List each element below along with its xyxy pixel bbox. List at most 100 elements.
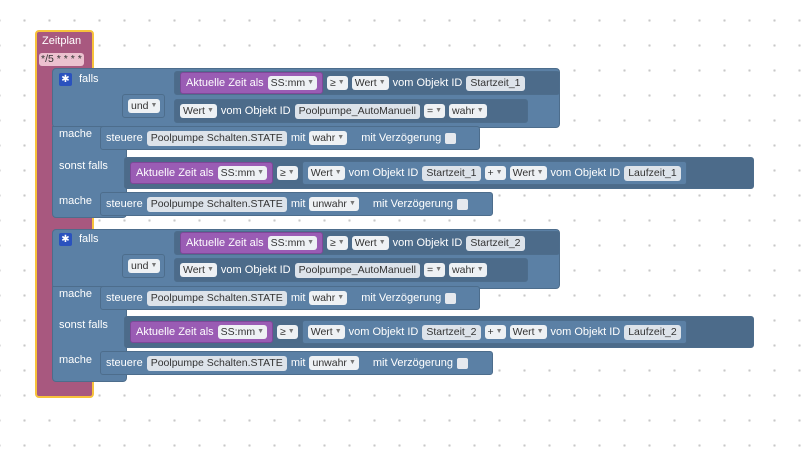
- mache-label: mache: [59, 195, 93, 207]
- compare-operator-dropdown[interactable]: ≥▼: [327, 236, 348, 250]
- and-operator-dropdown[interactable]: und▼: [128, 259, 161, 273]
- current-time-block[interactable]: Aktuelle Zeit als SS:mm▼: [130, 321, 274, 343]
- object-id-field[interactable]: Poolpumpe Schalten.STATE: [146, 290, 287, 306]
- cron-expression-field[interactable]: */5 * * * *: [39, 53, 84, 66]
- object-id-field[interactable]: Poolpumpe Schalten.STATE: [146, 130, 287, 146]
- object-id-field[interactable]: Poolpumpe_AutoManuell: [294, 103, 420, 119]
- compare-operator-dropdown[interactable]: =▼: [423, 104, 446, 118]
- compare-operator-dropdown[interactable]: =▼: [423, 263, 446, 277]
- chevron-down-icon: ▼: [536, 169, 544, 176]
- with-label: mit: [290, 132, 306, 144]
- compare-block[interactable]: Wert▼ vom Objekt ID Poolpumpe_AutoManuel…: [174, 258, 528, 282]
- time-format-dropdown[interactable]: SS:mm▼: [217, 166, 268, 180]
- compare-operator-dropdown[interactable]: ≥▼: [277, 325, 298, 339]
- object-id-field[interactable]: Poolpumpe_AutoManuell: [294, 262, 420, 278]
- object-id-field[interactable]: Poolpumpe Schalten.STATE: [146, 196, 287, 212]
- compare-operator-dropdown[interactable]: ≥▼: [327, 76, 348, 90]
- schedule-title: Zeitplan: [42, 35, 82, 47]
- chevron-down-icon: ▼: [435, 107, 443, 114]
- object-id-field[interactable]: Startzeit_1: [422, 165, 481, 181]
- chevron-down-icon: ▼: [337, 294, 345, 301]
- object-id-field[interactable]: Poolpumpe Schalten.STATE: [146, 355, 287, 371]
- checkbox-icon[interactable]: [456, 198, 468, 210]
- falls-label: falls: [79, 73, 99, 85]
- boolean-dropdown[interactable]: wahr▼: [309, 291, 348, 305]
- object-id-field[interactable]: Laufzeit_2: [624, 324, 681, 340]
- compare-block[interactable]: Aktuelle Zeit als SS:mm▼ ≥▼ Wert▼ vom Ob…: [174, 231, 560, 255]
- chevron-down-icon: ▼: [307, 239, 315, 246]
- with-label: mit: [290, 198, 306, 210]
- object-id-field[interactable]: Startzeit_1: [466, 75, 525, 91]
- value-type-dropdown[interactable]: Wert▼: [180, 104, 217, 118]
- chevron-down-icon: ▼: [334, 169, 342, 176]
- sonst-falls-label: sonst falls: [59, 319, 108, 331]
- math-block[interactable]: Wert▼ vom Objekt ID Startzeit_1 +▼ Wert▼…: [301, 161, 687, 185]
- chevron-down-icon: ▼: [150, 102, 158, 109]
- and-operator-dropdown[interactable]: und▼: [128, 99, 161, 113]
- object-id-label: vom Objekt ID: [550, 326, 621, 338]
- chevron-down-icon: ▼: [287, 169, 295, 176]
- chevron-down-icon: ▼: [536, 328, 544, 335]
- compare-block[interactable]: Aktuelle Zeit als SS:mm▼ ≥▼ Wert▼ vom Ob…: [124, 157, 754, 189]
- math-operator-dropdown[interactable]: +▼: [484, 325, 506, 339]
- control-block[interactable]: steuere Poolpumpe Schalten.STATE mit unw…: [100, 192, 493, 216]
- control-block[interactable]: steuere Poolpumpe Schalten.STATE mit wah…: [100, 286, 480, 310]
- checkbox-icon[interactable]: [456, 357, 468, 369]
- mache-label: mache: [59, 354, 93, 366]
- chevron-down-icon: ▼: [348, 359, 356, 366]
- mache-label: mache: [59, 288, 93, 300]
- time-format-dropdown[interactable]: SS:mm▼: [217, 325, 268, 339]
- and-block[interactable]: und▼: [122, 254, 165, 278]
- current-time-block[interactable]: Aktuelle Zeit als SS:mm▼: [180, 232, 324, 254]
- gear-icon[interactable]: ✱: [59, 233, 72, 246]
- chevron-down-icon: ▼: [206, 266, 214, 273]
- value-type-dropdown[interactable]: Wert▼: [180, 263, 217, 277]
- boolean-dropdown[interactable]: wahr▼: [449, 263, 487, 277]
- chevron-down-icon: ▼: [337, 239, 345, 246]
- falls-label: falls: [79, 233, 99, 245]
- boolean-dropdown[interactable]: unwahr▼: [309, 197, 359, 211]
- compare-block[interactable]: Aktuelle Zeit als SS:mm▼ ≥▼ Wert▼ vom Ob…: [124, 316, 754, 348]
- object-id-field[interactable]: Laufzeit_1: [624, 165, 681, 181]
- with-label: mit: [290, 357, 306, 369]
- chevron-down-icon: ▼: [378, 79, 386, 86]
- compare-block[interactable]: Wert▼ vom Objekt ID Poolpumpe_AutoManuel…: [174, 99, 528, 123]
- delay-label: mit Verzögerung: [361, 292, 442, 304]
- value-type-dropdown[interactable]: Wert▼: [351, 236, 389, 250]
- delay-label: mit Verzögerung: [372, 357, 453, 369]
- chevron-down-icon: ▼: [206, 107, 214, 114]
- and-block[interactable]: und▼: [122, 94, 165, 118]
- control-block[interactable]: steuere Poolpumpe Schalten.STATE mit unw…: [100, 351, 493, 375]
- boolean-dropdown[interactable]: wahr▼: [309, 131, 348, 145]
- time-format-dropdown[interactable]: SS:mm▼: [267, 76, 318, 90]
- boolean-dropdown[interactable]: unwahr▼: [309, 356, 359, 370]
- object-id-field[interactable]: Startzeit_2: [466, 235, 525, 251]
- control-label: steuere: [106, 198, 143, 210]
- current-time-block[interactable]: Aktuelle Zeit als SS:mm▼: [130, 162, 274, 184]
- value-type-dropdown[interactable]: Wert▼: [307, 166, 345, 180]
- math-operator-dropdown[interactable]: +▼: [484, 166, 506, 180]
- chevron-down-icon: ▼: [476, 107, 484, 114]
- chevron-down-icon: ▼: [476, 266, 484, 273]
- control-label: steuere: [106, 132, 143, 144]
- value-type-dropdown[interactable]: Wert▼: [307, 325, 345, 339]
- current-time-block[interactable]: Aktuelle Zeit als SS:mm▼: [180, 72, 324, 94]
- chevron-down-icon: ▼: [435, 266, 443, 273]
- gear-icon[interactable]: ✱: [59, 73, 72, 86]
- value-type-dropdown[interactable]: Wert▼: [509, 325, 547, 339]
- chevron-down-icon: ▼: [307, 79, 315, 86]
- time-format-dropdown[interactable]: SS:mm▼: [267, 236, 318, 250]
- checkbox-icon[interactable]: [445, 132, 457, 144]
- math-block[interactable]: Wert▼ vom Objekt ID Startzeit_2 +▼ Wert▼…: [301, 320, 687, 344]
- checkbox-icon[interactable]: [445, 292, 457, 304]
- chevron-down-icon: ▼: [337, 79, 345, 86]
- value-type-dropdown[interactable]: Wert▼: [351, 76, 389, 90]
- chevron-down-icon: ▼: [287, 328, 295, 335]
- chevron-down-icon: ▼: [257, 328, 265, 335]
- object-id-field[interactable]: Startzeit_2: [422, 324, 481, 340]
- value-type-dropdown[interactable]: Wert▼: [509, 166, 547, 180]
- compare-block[interactable]: Aktuelle Zeit als SS:mm▼ ≥▼ Wert▼ vom Ob…: [174, 71, 560, 95]
- control-block[interactable]: steuere Poolpumpe Schalten.STATE mit wah…: [100, 126, 480, 150]
- compare-operator-dropdown[interactable]: ≥▼: [277, 166, 298, 180]
- boolean-dropdown[interactable]: wahr▼: [449, 104, 487, 118]
